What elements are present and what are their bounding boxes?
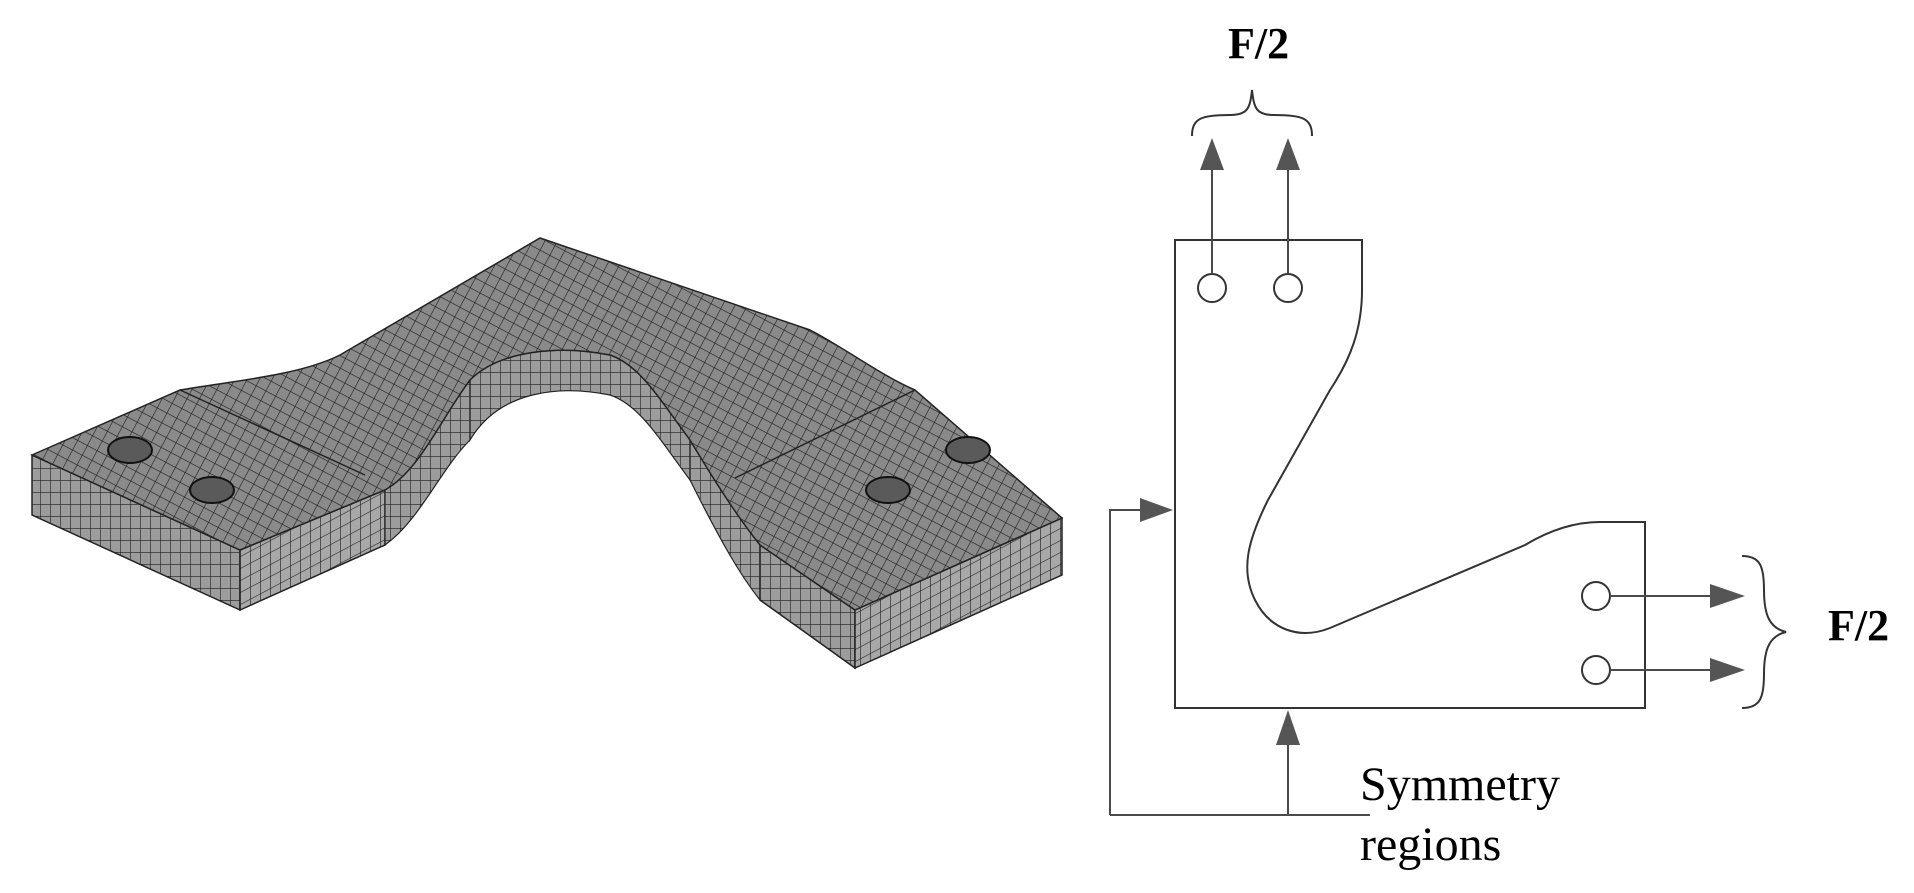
force-arrow-right-1: [1610, 584, 1745, 608]
force-label-top: F/2: [1228, 19, 1289, 68]
mesh-pad-boundary-right: [734, 389, 916, 479]
mesh-top-surface: [30, 237, 1064, 611]
symmetry-arrow-bottom: [1276, 710, 1300, 815]
brace-right: [1741, 555, 1787, 709]
symmetry-label-line1: Symmetry: [1360, 758, 1560, 811]
force-label-right: F/2: [1828, 601, 1889, 650]
hole-top-left: [1197, 273, 1227, 303]
mesh-pad-boundary-left: [179, 389, 366, 476]
force-arrow-right-2: [1610, 658, 1745, 682]
hole-right-upper: [1581, 581, 1611, 611]
force-arrow-up-2: [1276, 138, 1300, 274]
schematic-diagram: F/2 F/2 Symmetry regions: [1109, 19, 1889, 871]
mesh-hole-1: [107, 436, 153, 464]
symmetry-label-line2: regions: [1360, 818, 1501, 871]
hole-right-lower: [1581, 655, 1611, 685]
hole-top-right: [1273, 273, 1303, 303]
mesh-hole-4: [945, 436, 991, 464]
mesh-hole-3: [865, 476, 911, 504]
force-arrow-up-1: [1200, 138, 1224, 274]
mesh-part-3d: [30, 237, 1064, 670]
symmetry-arrow-left: [1109, 498, 1173, 815]
brace-top: [1191, 89, 1313, 137]
mesh-hole-2: [189, 476, 235, 504]
part-outline: [1174, 239, 1646, 709]
